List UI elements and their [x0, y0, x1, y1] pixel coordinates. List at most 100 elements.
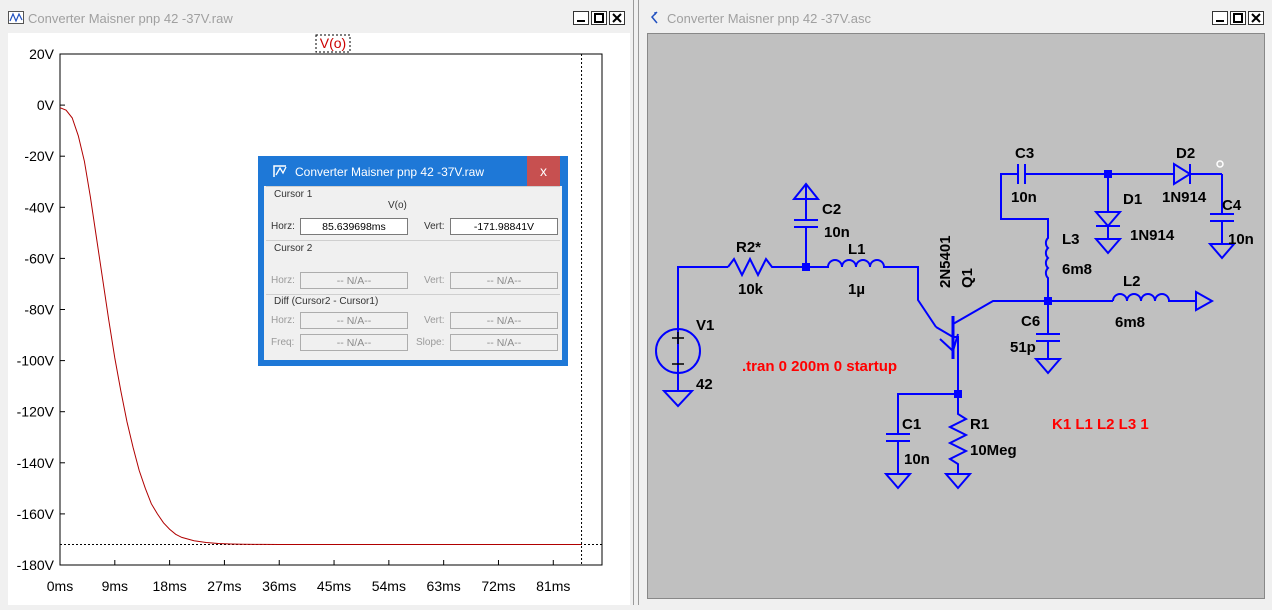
c2-value[interactable]: 10n [824, 224, 850, 241]
schematic-maximize-button[interactable] [1230, 11, 1246, 25]
cursor1-vert-field[interactable]: -171.98841V [450, 218, 558, 235]
l2-inductor[interactable] [1112, 293, 1196, 302]
close-icon [612, 13, 622, 23]
v1-value[interactable]: 42 [696, 376, 713, 393]
diff-horz-label: Horz: [271, 315, 295, 326]
c4-capacitor[interactable] [1210, 174, 1234, 244]
y-tick-label: -100V [17, 353, 55, 369]
diff-vert-field[interactable]: -- N/A-- [450, 312, 558, 329]
diff-horz-field[interactable]: -- N/A-- [300, 312, 408, 329]
junction-dot [802, 263, 810, 271]
q1-base-lead [935, 326, 954, 338]
r1-resistor[interactable] [947, 394, 969, 474]
r2-name[interactable]: R2* [736, 239, 761, 256]
schematic-window[interactable]: Converter Maisner pnp 42 -37V.asc [638, 0, 1272, 605]
cursor-dialog-titlebar[interactable]: Converter Maisner pnp 42 -37V.raw x [258, 156, 568, 186]
l2-name[interactable]: L2 [1123, 273, 1141, 290]
c1-capacitor[interactable] [886, 433, 910, 474]
c6-name[interactable]: C6 [1021, 313, 1040, 330]
y-tick-label: -20V [24, 148, 54, 164]
y-axis-ticks: 20V0V-20V-40V-60V-80V-100V-120V-140V-160… [17, 46, 65, 573]
c6-value[interactable]: 51p [1010, 339, 1036, 356]
cursor2-vert-field[interactable]: -- N/A-- [450, 272, 558, 289]
c2-name[interactable]: C2 [822, 201, 841, 218]
trace-v-o [59, 107, 582, 545]
cursor2-horz-field[interactable]: -- N/A-- [300, 272, 408, 289]
cursor1-vert-label: Vert: [424, 221, 445, 232]
trace-label-box[interactable] [315, 34, 351, 53]
cursor1-title: Cursor 1 [274, 189, 313, 200]
c1-value[interactable]: 10n [904, 451, 930, 468]
c1-name[interactable]: C1 [902, 416, 921, 433]
diff-slope-label: Slope: [416, 337, 445, 348]
c4-value[interactable]: 10n [1228, 231, 1254, 248]
d1-diode[interactable] [1093, 174, 1123, 239]
x-tick-label: 18ms [153, 578, 187, 594]
minimize-button[interactable] [573, 11, 589, 25]
junction-dot [954, 390, 962, 398]
c6-ground-symbol [1033, 358, 1063, 375]
l1-inductor[interactable] [806, 259, 937, 328]
cursor1-group: Cursor 1 V(o) Horz: 85.639698ms Vert: -1… [266, 186, 560, 245]
r1-name[interactable]: R1 [970, 416, 989, 433]
x-tick-label: 27ms [207, 578, 241, 594]
schematic-drawing[interactable]: V1 42 R2* 10k C2 10n L1 1µ 2N5401 Q1 C3 … [648, 34, 1264, 598]
minimize-icon [577, 20, 585, 22]
y-tick-label: -160V [17, 506, 55, 522]
c2-capacitor[interactable] [794, 199, 818, 267]
q1-name[interactable]: Q1 [959, 268, 976, 288]
l1-value[interactable]: 1µ [848, 281, 865, 298]
cursor1-horz-field[interactable]: 85.639698ms [300, 218, 408, 235]
diff-slope-field[interactable]: -- N/A-- [450, 334, 558, 351]
diff-vert-label: Vert: [424, 315, 445, 326]
c3-name[interactable]: C3 [1015, 145, 1034, 162]
waveform-titlebar[interactable]: Converter Maisner pnp 42 -37V.raw [0, 0, 633, 34]
l1-name[interactable]: L1 [848, 241, 866, 258]
d2-diode[interactable] [1108, 162, 1222, 186]
d2-name[interactable]: D2 [1176, 145, 1195, 162]
r1-ground-symbol [943, 473, 973, 490]
c3-value[interactable]: 10n [1011, 189, 1037, 206]
cursor-dialog[interactable]: Converter Maisner pnp 42 -37V.raw x Curs… [258, 156, 568, 366]
q1-value[interactable]: 2N5401 [937, 235, 954, 288]
r2-value[interactable]: 10k [738, 281, 764, 298]
v1-name[interactable]: V1 [696, 317, 714, 334]
schematic-minimize-button[interactable] [1212, 11, 1228, 25]
cursor2-vert-label: Vert: [424, 275, 445, 286]
l2-value[interactable]: 6m8 [1115, 314, 1145, 331]
c4-ground-symbol [1207, 243, 1237, 260]
output-port-symbol [1195, 290, 1215, 312]
x-tick-label: 45ms [317, 578, 351, 594]
cursor-dialog-close-button[interactable]: x [527, 156, 560, 186]
l3-inductor[interactable] [1000, 173, 1050, 301]
c6-capacitor[interactable] [1036, 301, 1060, 359]
x-tick-label: 36ms [262, 578, 296, 594]
wire-emitter-c1 [897, 393, 958, 434]
maximize-button[interactable] [591, 11, 607, 25]
l3-value[interactable]: 6m8 [1062, 261, 1092, 278]
schematic-close-button[interactable] [1248, 11, 1264, 25]
y-tick-label: -140V [17, 455, 55, 471]
cursor2-horz-label: Horz: [271, 275, 295, 286]
trace-label[interactable]: V(o) [320, 35, 346, 51]
schematic-titlebar[interactable]: Converter Maisner pnp 42 -37V.asc [639, 0, 1272, 34]
diff-freq-field[interactable]: -- N/A-- [300, 334, 408, 351]
r2-resistor[interactable] [727, 256, 806, 278]
y-tick-label: -40V [24, 199, 54, 215]
y-tick-label: 0V [37, 97, 55, 113]
c3-capacitor[interactable] [1017, 164, 1108, 184]
d1-name[interactable]: D1 [1123, 191, 1142, 208]
cursor-dialog-body: Cursor 1 V(o) Horz: 85.639698ms Vert: -1… [264, 186, 562, 360]
diff-title: Diff (Cursor2 - Cursor1) [274, 296, 379, 307]
spice-coupling-directive[interactable]: K1 L1 L2 L3 1 [1052, 416, 1149, 433]
spice-tran-directive[interactable]: .tran 0 200m 0 startup [742, 358, 897, 375]
r1-value[interactable]: 10Meg [970, 442, 1017, 459]
d2-value[interactable]: 1N914 [1162, 189, 1207, 206]
close-button[interactable] [609, 11, 625, 25]
l3-name[interactable]: L3 [1062, 231, 1080, 248]
schematic-canvas[interactable]: V1 42 R2* 10k C2 10n L1 1µ 2N5401 Q1 C3 … [647, 33, 1265, 599]
c4-name[interactable]: C4 [1222, 197, 1242, 214]
close-icon [1251, 13, 1261, 23]
d1-value[interactable]: 1N914 [1130, 227, 1175, 244]
